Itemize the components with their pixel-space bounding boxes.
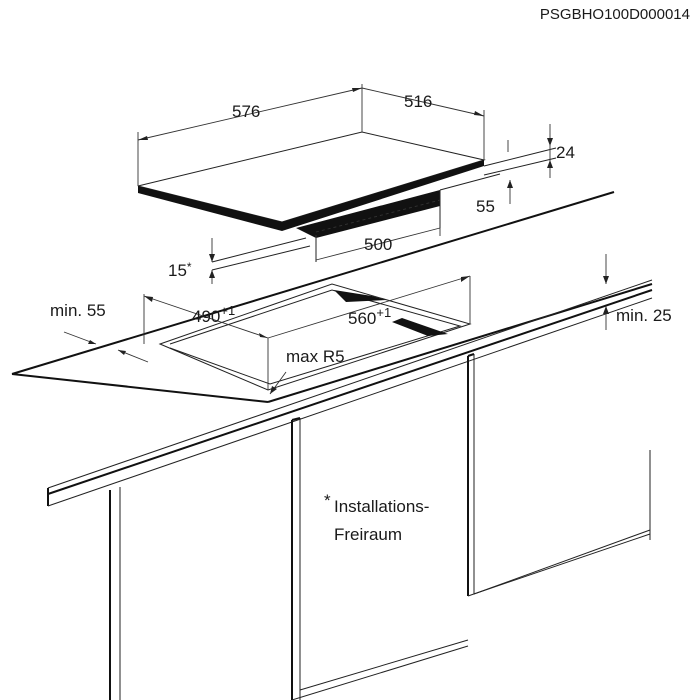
hob-box-dashed (315, 199, 441, 238)
hob-drawing (137, 131, 557, 262)
hob-rim-ext-lower (483, 157, 557, 176)
dim-corner-radius: max R5 (269, 347, 345, 395)
dim-height-55: 55 (476, 180, 513, 216)
hob-front-edge (138, 186, 282, 231)
cutout-side-slot (392, 318, 448, 336)
dim-500-label: 500 (364, 235, 392, 254)
min-55-label: min. 55 (50, 301, 106, 320)
dim-560-label: 560+1 (348, 305, 391, 328)
radius-label: max R5 (286, 347, 345, 366)
dim-55-label: 55 (476, 197, 495, 216)
note-line2: Freiraum (334, 525, 402, 544)
cutout-back-slot (334, 290, 386, 302)
dim-clearance-15: 15* (168, 237, 311, 284)
drawing-code: PSGBHO100D000014 (540, 6, 690, 23)
dim-depth-516: 516 (361, 87, 485, 160)
cabinet (109, 353, 651, 700)
worktop-under-line (47, 279, 653, 489)
worktop-lower-line (47, 297, 653, 507)
dim-box-500: 500 (315, 227, 441, 261)
cutout (158, 283, 472, 391)
hob-side-edge (282, 160, 484, 231)
hob-rim-right (439, 173, 501, 191)
dim-516-label: 516 (404, 92, 432, 111)
worktop (11, 191, 653, 507)
hob-under-box (296, 190, 440, 238)
dim-15-label: 15* (168, 260, 192, 280)
dim-min-front: min. 55 (50, 301, 149, 363)
dim-cutout-depth-490: 490+1 (143, 294, 269, 390)
dim-cutout-width-560: 560+1 (267, 275, 471, 339)
dim-490-label: 490+1 (192, 303, 235, 326)
min-25-label: min. 25 (616, 306, 672, 325)
dim-576-label: 576 (232, 102, 260, 121)
note-marker: * (324, 491, 331, 510)
worktop-left-front (11, 373, 269, 403)
hob-rim-ext (483, 147, 557, 167)
dim-min-worktop: min. 25 (603, 254, 672, 330)
worktop-bottom-edge (47, 289, 653, 495)
dim-thickness-24: 24 (507, 124, 575, 178)
installation-note: * Installations- Freiraum (324, 491, 429, 544)
worktop-back-edge (11, 191, 615, 375)
note-line1: Installations- (334, 497, 429, 516)
dim-24-label: 24 (556, 143, 575, 162)
dim-width-576: 576 (137, 84, 363, 186)
worktop-front-edge (267, 283, 653, 403)
